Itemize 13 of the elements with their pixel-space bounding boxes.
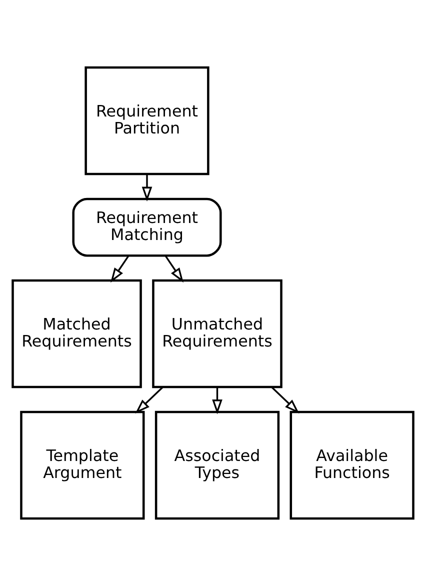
node-box: Unmatched Requirements [152, 278, 282, 388]
node-box: Associated Types [154, 410, 280, 520]
arrow [142, 174, 152, 202]
node-box: Requirement Matching [72, 197, 222, 256]
arrow [212, 386, 222, 414]
node-box: Requirement Partition [84, 66, 210, 175]
node-box: Template Argument [20, 410, 145, 520]
arrow [271, 386, 300, 414]
arrow [164, 254, 184, 282]
arrow [135, 386, 164, 413]
arrow [110, 254, 130, 282]
node-box: Matched Requirements [12, 278, 142, 388]
node-box: Available Functions [290, 410, 414, 520]
